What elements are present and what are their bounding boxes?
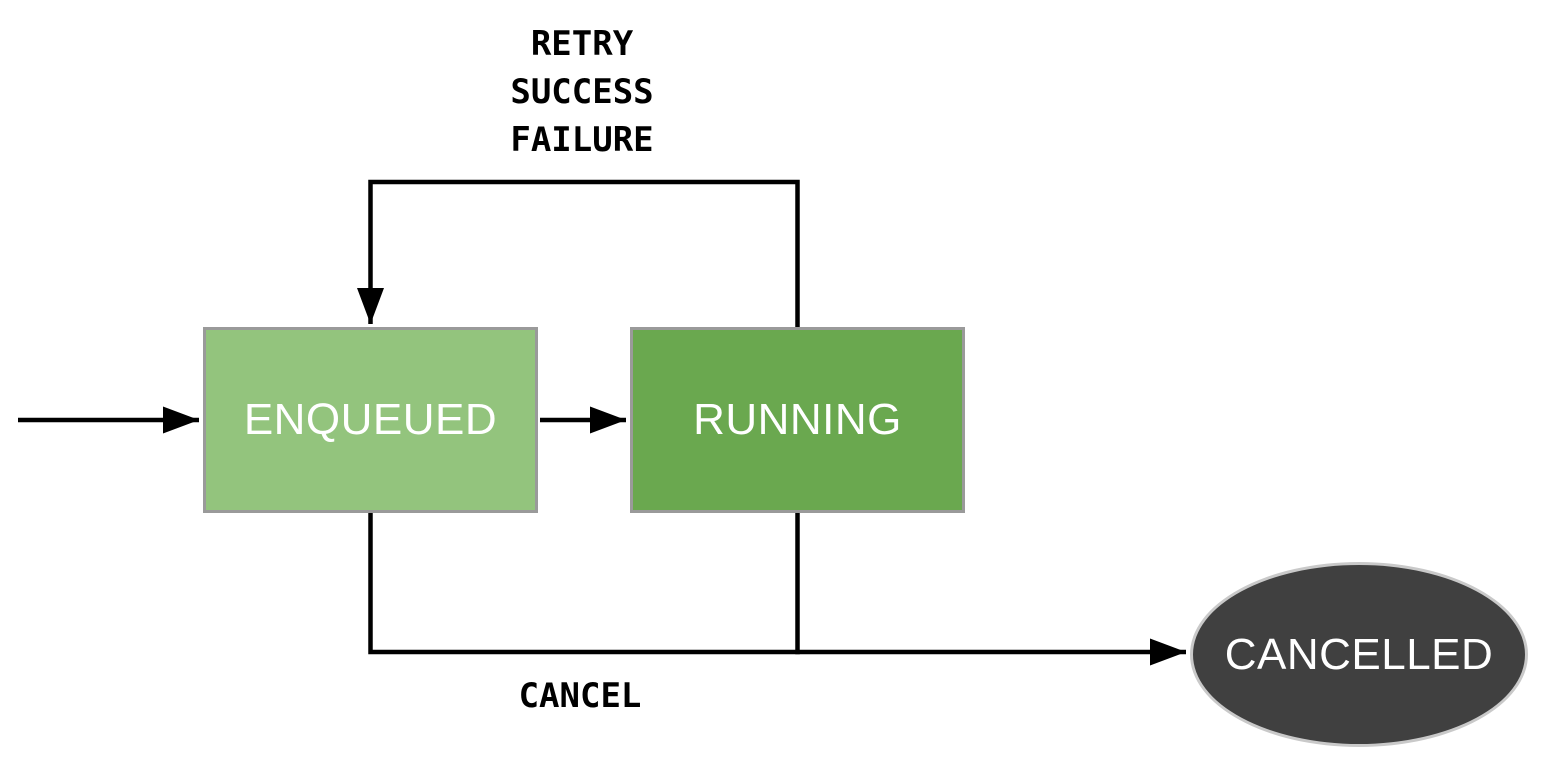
edge-label-line-failure: FAILURE — [510, 120, 654, 160]
edge-enqueued-to-cancelled — [368, 513, 1186, 666]
edge-label-line-success: SUCCESS — [510, 72, 654, 112]
edge-label-line-retry: RETRY — [530, 24, 634, 64]
state-cancelled: CANCELLED — [1190, 562, 1528, 747]
cancel-label: CANCEL — [518, 676, 642, 716]
edge-running-to-enqueued-loop — [357, 179, 800, 327]
state-enqueued-label: ENQUEUED — [243, 395, 498, 444]
state-running: RUNNING — [630, 327, 965, 513]
state-cancelled-label: CANCELLED — [1224, 629, 1494, 679]
state-enqueued: ENQUEUED — [203, 327, 538, 513]
state-running-label: RUNNING — [693, 395, 902, 444]
retry-success-failure-label: RETRY SUCCESS FAILURE — [432, 20, 732, 164]
